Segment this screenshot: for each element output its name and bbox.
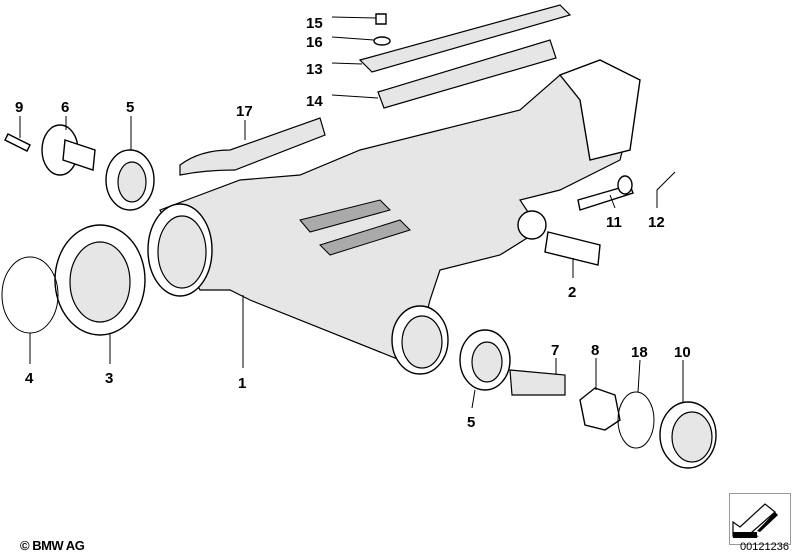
- part-label[interactable]: 11: [606, 214, 622, 231]
- arrow-down-left-icon: [732, 503, 778, 538]
- swing-arm[interactable]: [147, 59, 641, 375]
- o-ring-18[interactable]: [617, 391, 655, 449]
- cover-17[interactable]: [179, 117, 326, 176]
- bolt-15[interactable]: [375, 13, 387, 25]
- part-label[interactable]: 13: [306, 61, 323, 78]
- nut-8[interactable]: [579, 387, 621, 431]
- image-code: 00121236: [740, 541, 789, 553]
- circlip-4[interactable]: [1, 256, 59, 334]
- rail-14[interactable]: [377, 39, 557, 109]
- part-label[interactable]: 8: [591, 342, 599, 359]
- part-label[interactable]: 6: [61, 99, 69, 116]
- rail-13[interactable]: [358, 4, 572, 73]
- part-label[interactable]: 7: [551, 342, 559, 359]
- part-labels: 15 16 13 14 9 6 5 17 11 12 2 4 3 1 7 8 1…: [15, 15, 691, 431]
- part-label[interactable]: 9: [15, 99, 23, 116]
- part-label[interactable]: 12: [648, 214, 665, 231]
- part-label[interactable]: 10: [674, 344, 691, 361]
- washer-12[interactable]: [617, 175, 633, 195]
- copyright-text: © BMW AG: [20, 538, 85, 553]
- part-label[interactable]: 17: [236, 103, 253, 120]
- sleeve-2[interactable]: [544, 231, 601, 266]
- washer-16[interactable]: [373, 36, 391, 46]
- part-label[interactable]: 5: [467, 414, 475, 431]
- part-label[interactable]: 15: [306, 15, 323, 32]
- part-label[interactable]: 4: [25, 370, 34, 387]
- navigation-arrow-button[interactable]: [729, 493, 791, 545]
- part-label[interactable]: 16: [306, 34, 323, 51]
- part-label[interactable]: 18: [631, 344, 648, 361]
- bolt-9[interactable]: [4, 133, 31, 152]
- part-label[interactable]: 2: [568, 284, 576, 301]
- part-label[interactable]: 14: [306, 93, 323, 110]
- part-label[interactable]: 3: [105, 370, 113, 387]
- axle-7[interactable]: [509, 369, 566, 396]
- leader-lines: [19, 16, 684, 409]
- part-label[interactable]: 1: [238, 375, 246, 392]
- part-label[interactable]: 5: [126, 99, 134, 116]
